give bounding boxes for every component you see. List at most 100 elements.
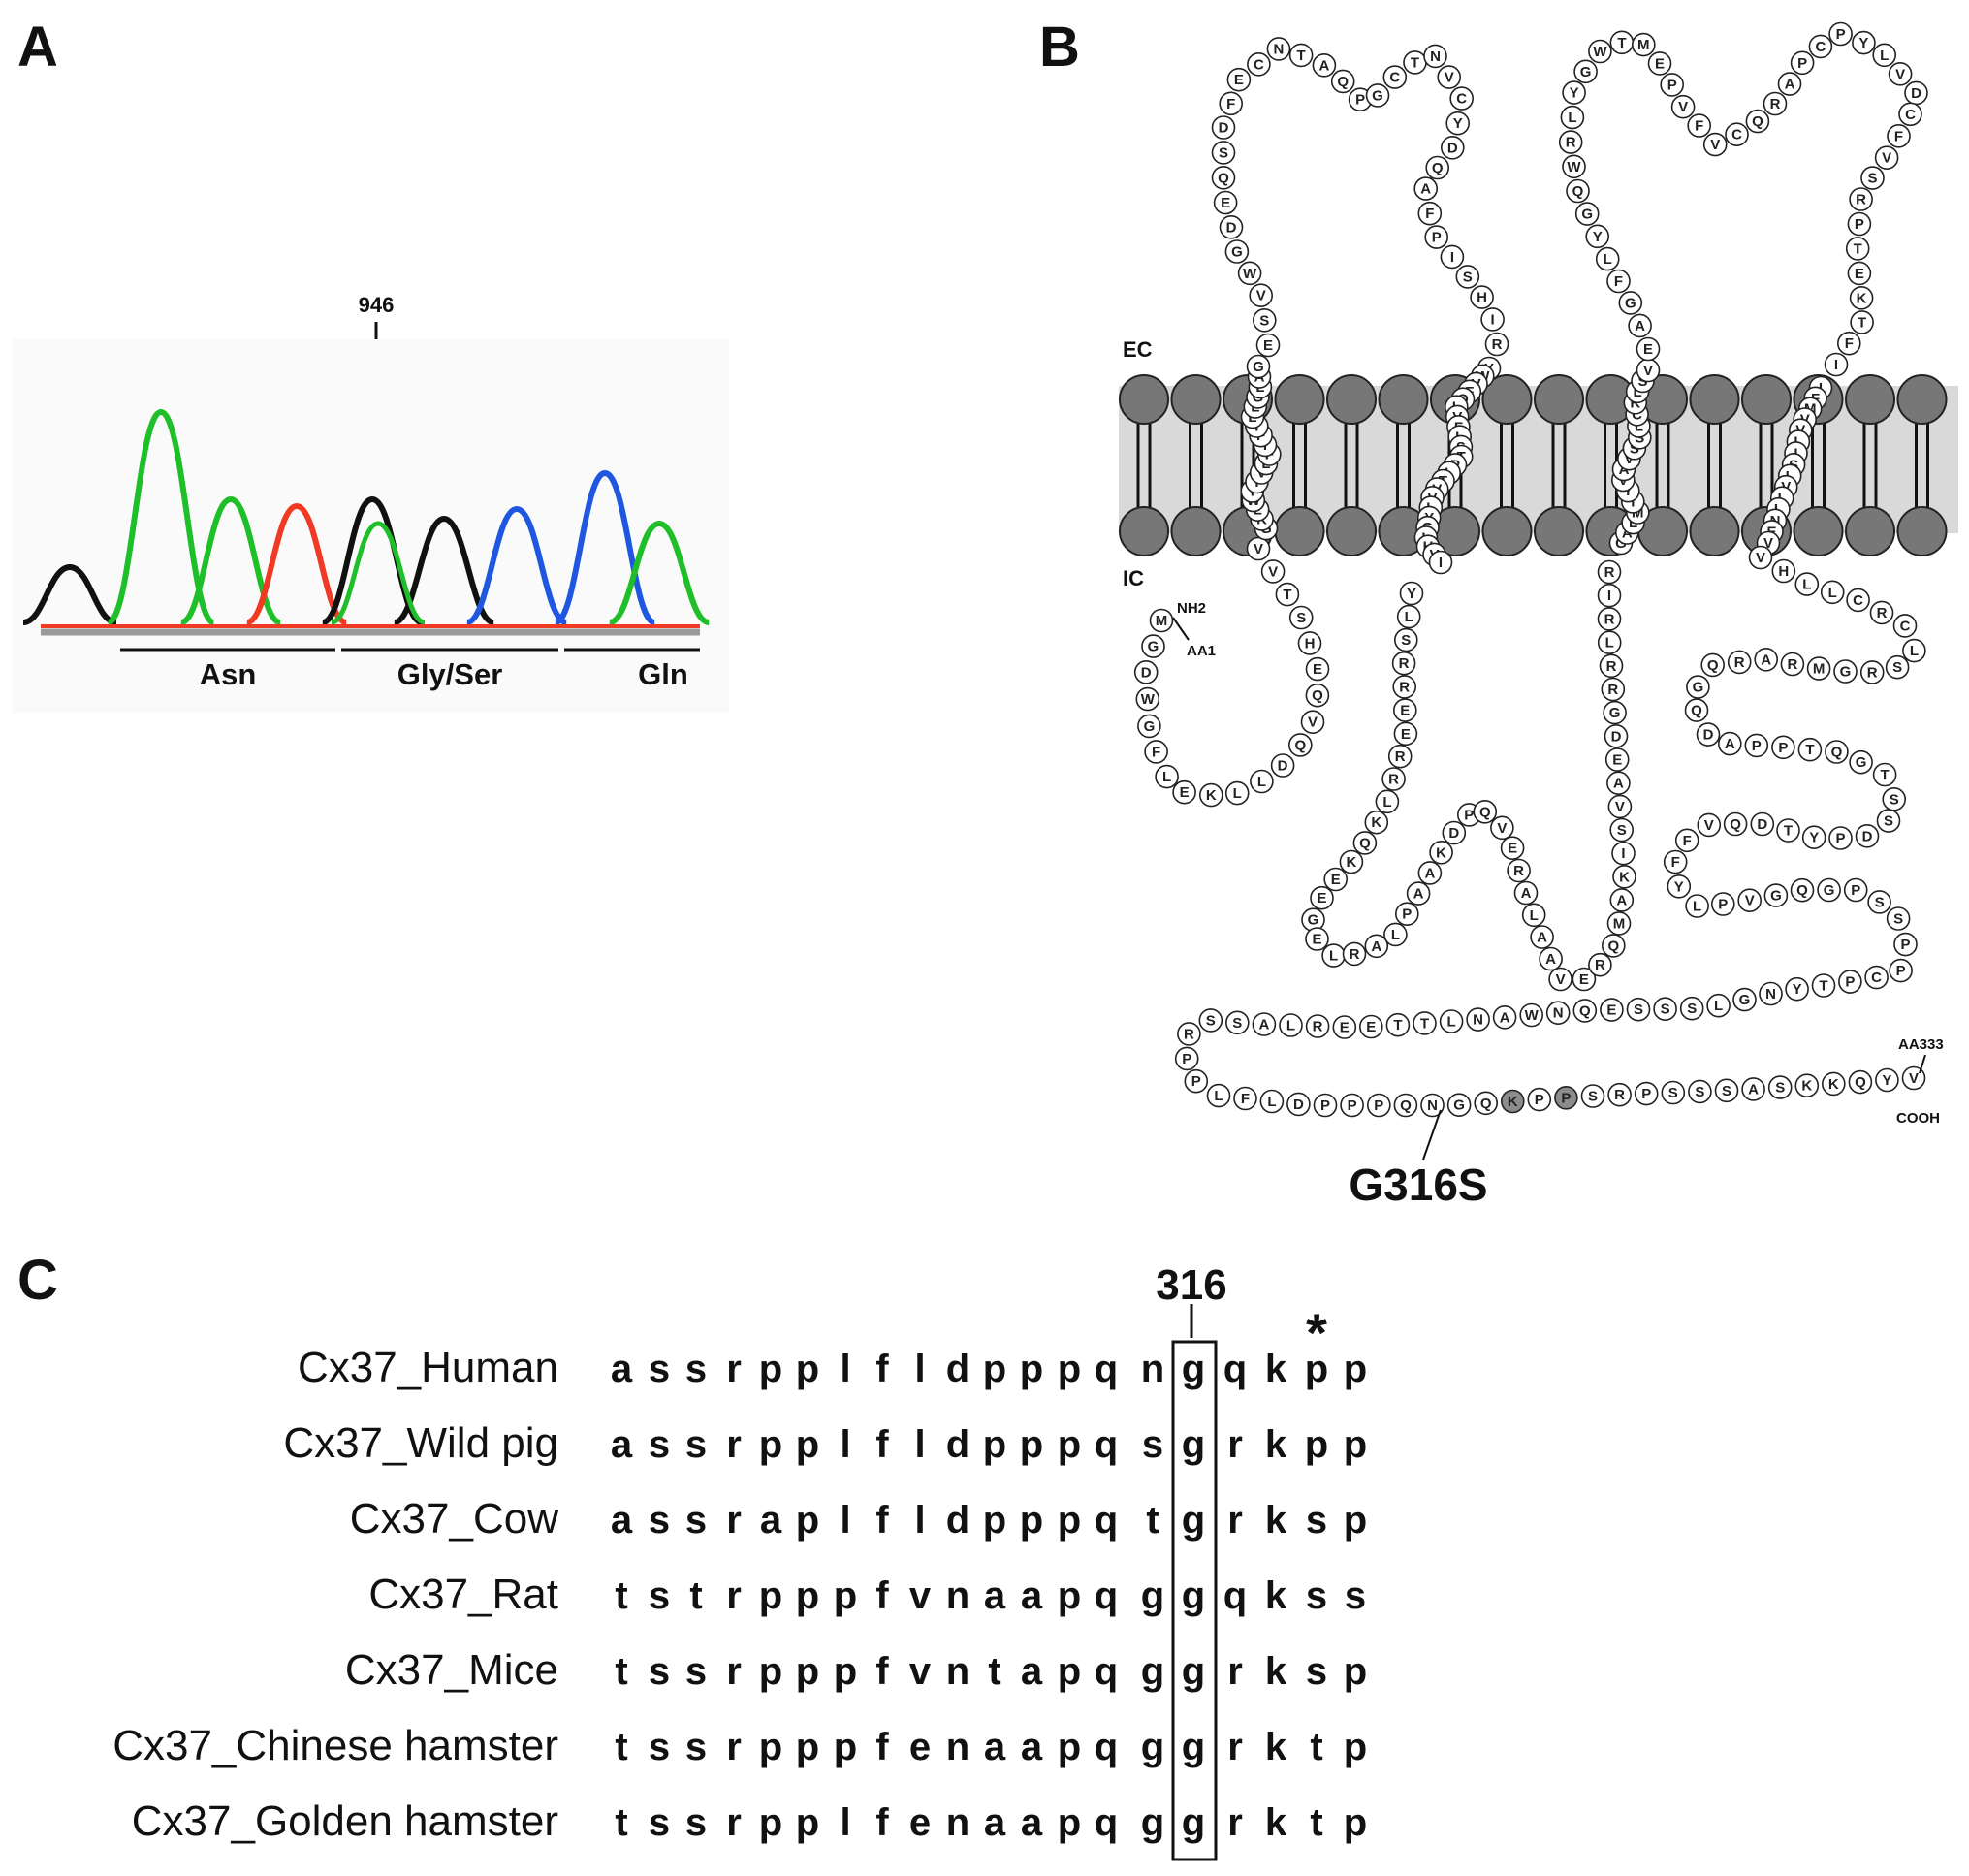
residue-letter: G <box>1625 295 1636 311</box>
residue <box>1474 1091 1498 1116</box>
residue-letter: D <box>1911 85 1921 102</box>
residue-letter: V <box>1678 99 1688 115</box>
residue-letter: F <box>1241 1091 1250 1107</box>
residue <box>1763 883 1789 907</box>
residue <box>1305 1014 1330 1038</box>
residue <box>1562 80 1586 105</box>
aligned-residue: r <box>726 1574 742 1617</box>
aligned-residue: r <box>1227 1801 1243 1844</box>
aligned-residue: g <box>1182 1801 1205 1844</box>
residue <box>1741 1077 1765 1101</box>
mutation-label: G316S <box>1349 1160 1487 1210</box>
trace-peak-C <box>465 505 568 625</box>
lipid-head <box>1845 506 1895 556</box>
residue-letter: L <box>1162 769 1171 785</box>
residue-letter: S <box>1661 1002 1670 1018</box>
residue <box>1492 1005 1517 1030</box>
residue-letter: V <box>1895 66 1905 82</box>
aligned-residue: p <box>834 1650 857 1693</box>
residue-letter: V <box>1882 150 1891 167</box>
residue <box>1653 997 1677 1021</box>
aligned-residue: p <box>1058 1726 1081 1768</box>
aligned-residue: s <box>649 1650 670 1693</box>
aa333-label: AA333 <box>1898 1036 1944 1053</box>
residue <box>1817 877 1841 903</box>
residue <box>1732 987 1757 1012</box>
residue <box>1745 109 1770 134</box>
residue-letter: T <box>1283 587 1291 603</box>
residue <box>1330 69 1355 94</box>
residue <box>1233 1086 1257 1111</box>
residue-letter: Q <box>1752 113 1763 130</box>
residue <box>1484 332 1509 357</box>
residue-letter: L <box>1693 899 1701 915</box>
residue <box>1828 826 1853 850</box>
residue-letter: K <box>1206 787 1217 804</box>
residue-letter: E <box>1234 72 1244 88</box>
chromatogram-traces <box>22 408 711 628</box>
residue <box>1174 1046 1199 1071</box>
residue <box>1500 836 1525 861</box>
residue-letter: A <box>1613 776 1624 792</box>
residue <box>1413 176 1438 201</box>
aligned-residue: a <box>984 1574 1006 1617</box>
residue <box>1822 1071 1846 1097</box>
residue <box>1255 333 1281 358</box>
residue-letter: R <box>1399 679 1410 695</box>
aligned-residue: r <box>726 1348 742 1390</box>
residue <box>1381 767 1406 791</box>
residue-letter: Y <box>1623 483 1633 499</box>
aligned-residue: a <box>611 1348 633 1390</box>
aligned-residue: p <box>1344 1801 1367 1844</box>
residue <box>1266 37 1291 61</box>
residue-letter: R <box>1604 564 1615 581</box>
aligned-residue: p <box>796 1423 819 1466</box>
residue <box>1437 65 1461 89</box>
residue-letter: R <box>1787 656 1797 673</box>
residue-letter: L <box>1880 48 1889 64</box>
residue <box>1413 1011 1437 1035</box>
residue <box>1754 647 1778 672</box>
species-name: Cx37_Human <box>298 1344 558 1391</box>
lipid-head <box>1793 506 1844 556</box>
residue <box>1874 145 1899 170</box>
aligned-residue: s <box>685 1499 707 1542</box>
aligned-residue: p <box>796 1499 819 1542</box>
residue-letter: A <box>1748 1081 1759 1097</box>
aligned-residue: f <box>875 1348 889 1390</box>
residue <box>1744 733 1769 758</box>
residue <box>1428 550 1453 575</box>
aligned-residue: s <box>1306 1499 1327 1542</box>
aligned-residue: r <box>726 1726 742 1768</box>
residue <box>1828 21 1853 47</box>
aligned-residue: f <box>875 1650 889 1693</box>
residue <box>1612 864 1636 889</box>
aligned-residue: p <box>834 1574 857 1617</box>
residue-letter: F <box>1683 833 1692 849</box>
aligned-residue: a <box>611 1423 633 1466</box>
residue <box>1636 336 1661 362</box>
lipid-head <box>1378 374 1429 425</box>
residue <box>1714 1078 1739 1103</box>
residue <box>1305 683 1330 708</box>
lipid-head <box>1534 506 1584 556</box>
residue <box>1441 136 1465 160</box>
residue <box>1442 820 1467 845</box>
residue <box>1688 1079 1712 1104</box>
residue <box>1687 113 1711 138</box>
aa333-leader <box>1919 1054 1926 1074</box>
residue <box>1396 604 1421 629</box>
residue-letter: S <box>1775 1080 1785 1097</box>
residue-letter: P <box>1845 974 1855 991</box>
residue-letter: P <box>1896 963 1906 979</box>
aligned-residue: p <box>759 1650 782 1693</box>
residue <box>1417 201 1443 226</box>
aligned-residue: k <box>1265 1499 1287 1542</box>
aligned-residue: f <box>875 1801 889 1844</box>
aligned-residue: l <box>914 1423 925 1466</box>
aligned-residue: t <box>615 1650 627 1693</box>
aa1-leader <box>1172 617 1190 641</box>
residue-letter: Q <box>1707 657 1719 674</box>
residue-letter: Q <box>1400 1097 1412 1114</box>
residue-letter: V <box>1763 535 1773 552</box>
